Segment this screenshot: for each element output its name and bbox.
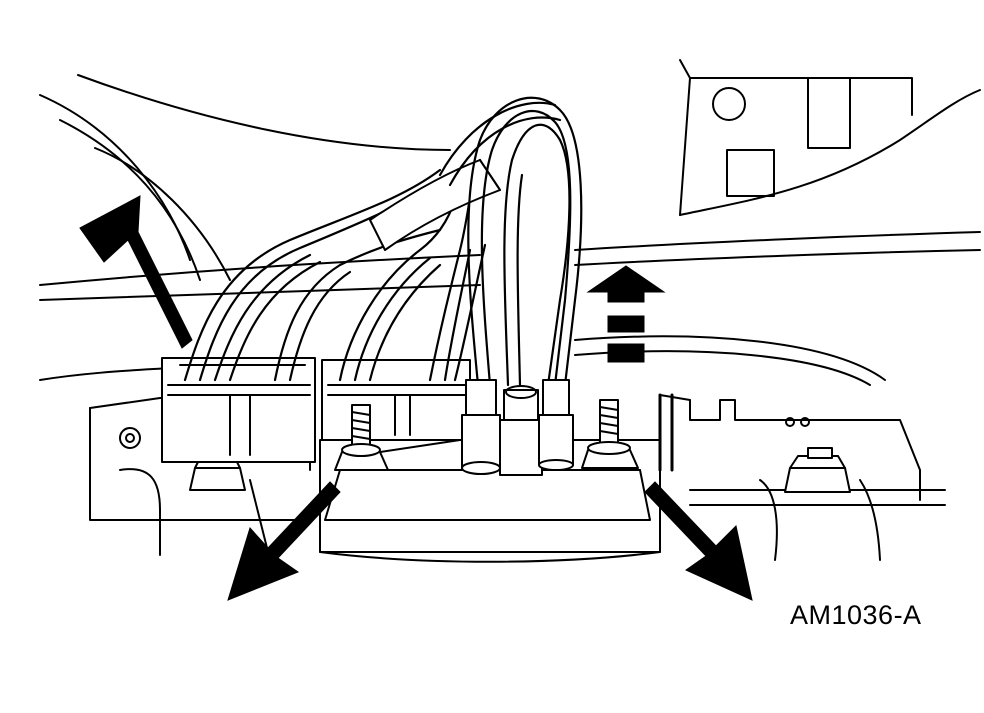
arrow-lower-left-icon — [227, 481, 341, 601]
arrow-upper-left-icon — [79, 195, 193, 349]
upper-right-panel — [679, 59, 913, 216]
figure-label: AM1036-A — [790, 600, 922, 630]
arrow-up-icon — [586, 265, 666, 363]
left-connector-block — [161, 357, 316, 463]
left-stud-nut — [334, 404, 461, 471]
panel-rect-cutout — [807, 77, 851, 149]
arrow-lower-right-icon — [644, 481, 753, 601]
panel-square-cutout — [726, 149, 775, 197]
middle-connector-block — [321, 359, 471, 441]
panel-hole-icon — [712, 87, 746, 121]
right-mounting-bracket — [659, 394, 946, 561]
terminal-connectors — [461, 379, 574, 476]
wiring-harness — [183, 96, 583, 387]
right-stud-nut — [581, 399, 639, 469]
